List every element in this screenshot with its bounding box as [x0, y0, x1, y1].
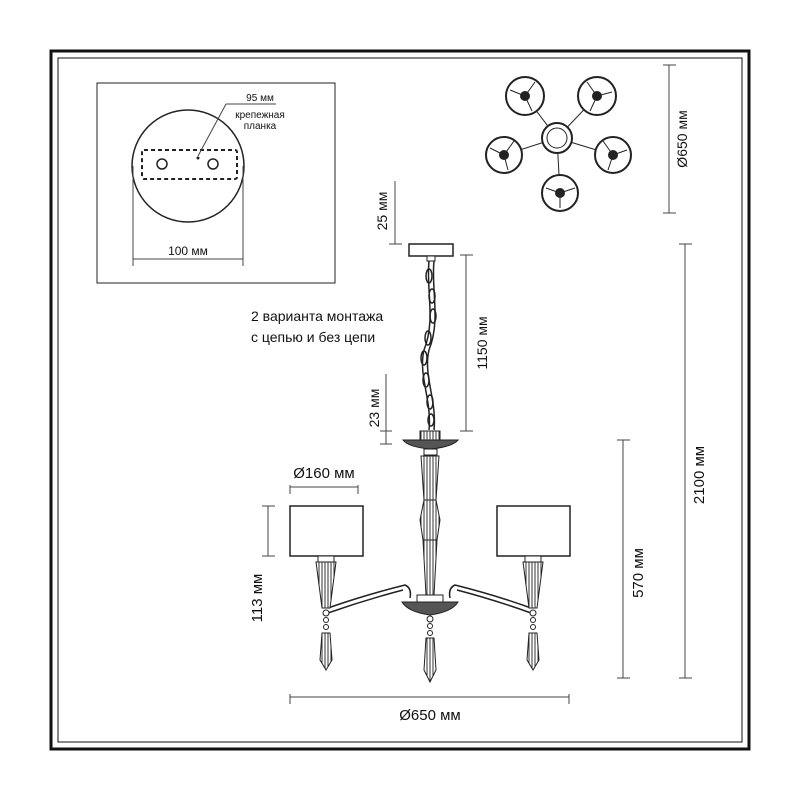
- upper-cup: [402, 430, 460, 456]
- screw-hole-left: [156, 158, 168, 170]
- center-point: [196, 156, 200, 160]
- body-height-dimension: 570 мм: [617, 439, 647, 679]
- top-view-shade: [541, 174, 579, 212]
- top-view-shade: [485, 136, 523, 174]
- left-lamp-shade: [289, 505, 364, 557]
- top-view-shade: [505, 76, 545, 116]
- canopy-height-dimension: 25 мм: [374, 181, 402, 245]
- shade-height-dimension: 113 мм: [249, 505, 275, 623]
- top-view-shade: [577, 76, 617, 116]
- right-lamp-shade: [496, 505, 571, 557]
- plate-width-label: 95 мм: [246, 93, 274, 104]
- top-view-shade: [594, 136, 632, 174]
- chain-length-dimension: 1150 мм: [460, 254, 490, 432]
- arms: [327, 584, 532, 614]
- mount-note-line2: с цепью и без цепи: [251, 329, 375, 345]
- top-view: Ø650 мм: [485, 64, 690, 214]
- total-height-label: 2100 мм: [691, 446, 708, 504]
- left-lamp: [289, 505, 364, 671]
- body-height-label: 570 мм: [630, 548, 647, 598]
- mount-note-line1: 2 варианта монтажа: [251, 308, 383, 324]
- shade-diameter-dimension: Ø160 мм: [289, 465, 359, 494]
- central-stem: [419, 455, 441, 596]
- base-plate-circle: [131, 109, 245, 223]
- mounting-bar: [141, 149, 238, 180]
- plate-name-line1: крепежная: [235, 110, 285, 121]
- overall-diameter-dimension: Ø650 мм: [289, 694, 570, 724]
- plate-name-line2: планка: [244, 121, 277, 132]
- page-frame: [49, 49, 751, 751]
- connector-height-label: 23 мм: [366, 389, 382, 428]
- shade-diameter-label: Ø160 мм: [293, 465, 355, 482]
- right-lamp: [496, 505, 571, 671]
- canopy: [408, 243, 454, 262]
- canopy-height-label: 25 мм: [374, 192, 390, 231]
- shade-height-label: 113 мм: [249, 574, 266, 623]
- connector-height-dimension: 23 мм: [366, 374, 392, 445]
- screw-hole-right: [207, 158, 219, 170]
- chain-length-label: 1150 мм: [474, 316, 490, 369]
- top-view-diameter-label: Ø650 мм: [674, 110, 690, 167]
- overall-diameter-label: Ø650 мм: [399, 707, 461, 724]
- chain: [420, 260, 437, 431]
- base-diameter-label: 100 мм: [168, 244, 208, 258]
- lower-cup: [401, 594, 459, 684]
- total-height-dimension: 2100 мм: [679, 243, 708, 679]
- mounting-detail-inset: 95 мм крепежная планка 100 мм: [96, 82, 336, 284]
